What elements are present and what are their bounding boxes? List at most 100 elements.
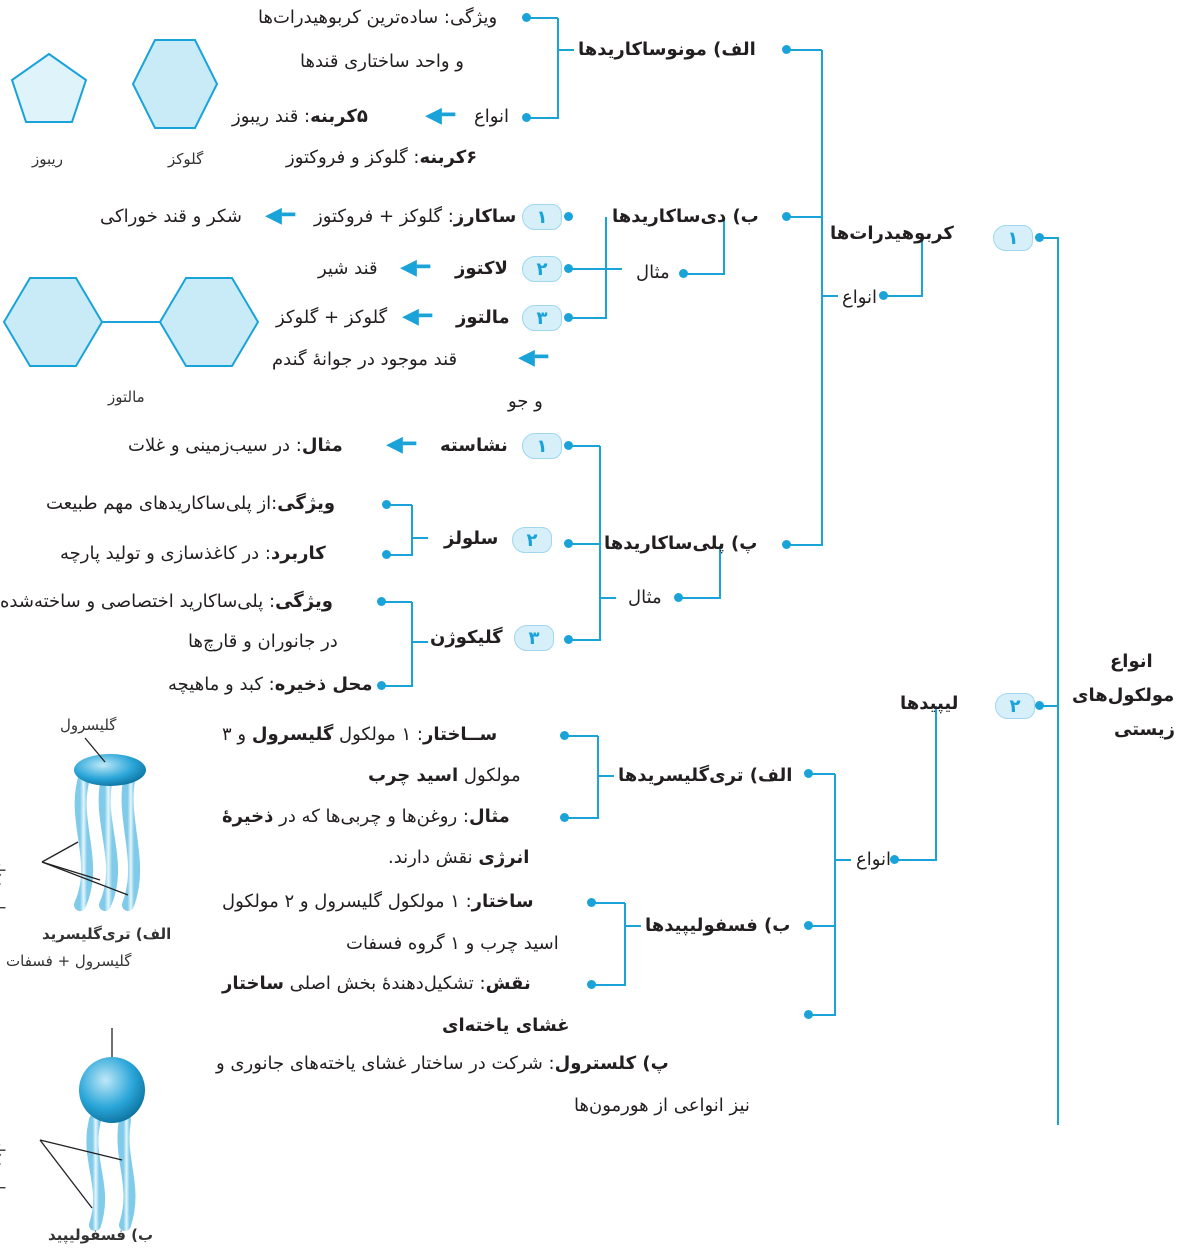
maltose-hexagon-right: [158, 277, 260, 367]
carb-types-label: انواع: [842, 287, 878, 308]
connector-dot: [382, 500, 391, 509]
connector-dot: [564, 441, 573, 450]
tri-energy-word: انرژی: [478, 847, 530, 868]
glucose-hexagon: [131, 39, 219, 129]
connector-dot: [560, 813, 569, 822]
connector-dot: [522, 13, 531, 22]
connector-dot: [1035, 701, 1044, 710]
lipid-number-badge: ۲: [995, 693, 1035, 719]
maltose-name: مالتوز: [456, 307, 510, 328]
cellulose-use-label: کاربرد: [270, 543, 326, 564]
tri-structure: ســاختار: ۱ مولکول گلیسرول و ۳: [222, 723, 497, 747]
tri-structure-line2: مولکول اسید چرب: [368, 764, 521, 788]
arrow-left-icon: ◀━: [386, 432, 417, 457]
glycogen-storage: محل ذخیره: کبد و ماهیچه: [168, 673, 373, 697]
glycogen-storage-label: محل ذخیره: [274, 674, 373, 695]
tri-glycerol: گلیسرول: [251, 724, 334, 745]
tri-structure-text3: مولکول: [463, 765, 521, 786]
lipid-title: لیپیدها: [900, 693, 959, 714]
phospholipid-caption: ب) فسفولیپید: [48, 1226, 154, 1244]
root-label-line3: زیستی: [1114, 719, 1175, 740]
arrow-left-icon: ◀━: [265, 203, 296, 228]
lipid-types-label: انواع: [856, 849, 892, 870]
poly-title: پ) پلی‌ساکاریدها: [604, 533, 758, 554]
glycogen-badge: ۳: [514, 625, 554, 651]
mono-feature-line2: و واحد ساختاری قندها: [300, 51, 464, 72]
connector-dot: [522, 113, 531, 122]
glycerol-phosphate-caption: گلیسرول + فسفات: [6, 952, 132, 970]
chol-entry: پ) کلسترول: شرکت در ساختار غشای یاخته‌ها…: [216, 1052, 669, 1076]
phos-structure-line2: اسید چرب و ۱ گروه فسفات: [346, 933, 559, 954]
five-carbon-example: : قند ریبوز: [232, 106, 311, 127]
connector-dot: [564, 264, 573, 273]
di-example-label: مثال: [636, 262, 670, 283]
chol-text: : شرکت در ساختار غشای یاخته‌های جانوری و: [216, 1053, 555, 1074]
mono-feature-line1: ویژگی: ساده‌ترین کربوهیدرات‌ها: [258, 7, 498, 28]
tri-structure-text1: : ۱ مولکول: [339, 724, 423, 745]
connector-dot: [564, 313, 573, 322]
tri-example-text: : روغن‌ها و چربی‌ها که در: [279, 806, 469, 827]
cellulose-feature: ویژگی:از پلی‌ساکاریدهای مهم طبیعت: [46, 492, 335, 516]
connector-dot: [377, 597, 386, 606]
six-carbon-label: ۶کربنه: [419, 147, 478, 168]
tri-fatty-acid: اسید چرب: [368, 765, 459, 786]
tri-structure-text2: و ۳: [222, 724, 247, 745]
phos-structure-label: ساختار: [471, 891, 534, 912]
lactose-badge: ۲: [522, 256, 562, 282]
connector-dot: [679, 269, 688, 278]
sucrose-badge: ۱: [522, 204, 562, 230]
maltose-hexagon-left: [2, 277, 104, 367]
triglyceride-caption: الف) تری‌گلیسرید: [42, 925, 172, 943]
connector-dot: [804, 769, 813, 778]
connector-dot: [1035, 233, 1044, 242]
glycerol-caption: گلیسرول: [60, 716, 117, 734]
connector-dot: [382, 550, 391, 559]
tri-title: الف) تری‌گلیسریدها: [618, 765, 793, 786]
chol-title: پ) کلسترول: [554, 1053, 669, 1074]
connector-dot: [587, 898, 596, 907]
glycogen-feature-text: : پلی‌ساکارید اختصاصی و ساخته‌شده: [0, 591, 276, 612]
starch-name: نشاسته: [440, 435, 508, 456]
connector-dot: [879, 291, 888, 300]
root-label-line1: انواع: [1110, 651, 1153, 672]
starch-badge: ۱: [522, 433, 562, 459]
tri-example-label: مثال: [468, 806, 510, 827]
fatty-acids-caption-2: اسیدهای چرب: [0, 1100, 8, 1190]
maltose-result-line1: قند موجود در جوانهٔ گندم: [272, 349, 458, 370]
carb-title: کربوهیدرات‌ها: [830, 223, 954, 244]
di-title: ب) دی‌ساکاریدها: [612, 206, 759, 227]
phospholipid-figure: [39, 1028, 145, 1231]
triglyceride-figure: [41, 737, 146, 911]
fatty-acids-caption-1: اسیدهای چرب: [0, 820, 8, 910]
cellulose-badge: ۲: [512, 527, 552, 553]
cellulose-feature-text: :از پلی‌ساکاریدهای مهم طبیعت: [46, 493, 278, 514]
cellulose-use: کاربرد: در کاغذسازی و تولید پارچه: [60, 542, 326, 566]
tri-structure-label: ســاختار: [422, 724, 498, 745]
starch-example-label: مثال: [301, 435, 343, 456]
tri-example: مثال: روغن‌ها و چربی‌ها که در ذخیرهٔ: [222, 805, 510, 829]
arrow-left-icon: ◀━: [518, 345, 549, 370]
mono-five-carbon: ۵کربنه: قند ریبوز: [232, 105, 368, 129]
arrow-left-icon: ◀━: [425, 103, 456, 128]
connector-dot: [890, 855, 899, 864]
phos-structure-text: : ۱ مولکول گلیسرول و ۲ مولکول: [222, 891, 472, 912]
glucose-caption: گلوکز: [168, 150, 204, 168]
sucrose-result: شکر و قند خوراکی: [100, 206, 242, 227]
mono-six-carbon: ۶کربنه: گلوکز و فروکتوز: [286, 146, 477, 170]
cellulose-use-text: : در کاغذسازی و تولید پارچه: [60, 543, 271, 564]
mono-title: الف) مونوساکاریدها: [578, 39, 756, 60]
carb-number-badge: ۱: [993, 225, 1033, 251]
glycogen-feature-line2: در جانوران و قارچ‌ها: [188, 631, 338, 652]
phos-role-structure: ساختار: [222, 973, 284, 994]
tri-storage-word: ذخیرهٔ: [222, 806, 274, 827]
starch-example-text: : در سیب‌زمینی و غلات: [128, 435, 302, 456]
maltose-result-line2: و جو: [508, 391, 543, 412]
arrow-left-icon: ◀━: [402, 304, 433, 329]
cellulose-feature-label: ویژگی: [277, 493, 336, 514]
tri-example-line2: انرژی نقش دارند.: [388, 846, 529, 870]
six-carbon-example: : گلوکز و فروکتوز: [286, 147, 420, 168]
glycogen-feature-label: ویژگی: [275, 591, 333, 612]
phos-role: نقش: تشکیل‌دهندهٔ بخش اصلی ساختار: [222, 972, 531, 996]
tri-example-text2: نقش دارند.: [388, 847, 473, 868]
